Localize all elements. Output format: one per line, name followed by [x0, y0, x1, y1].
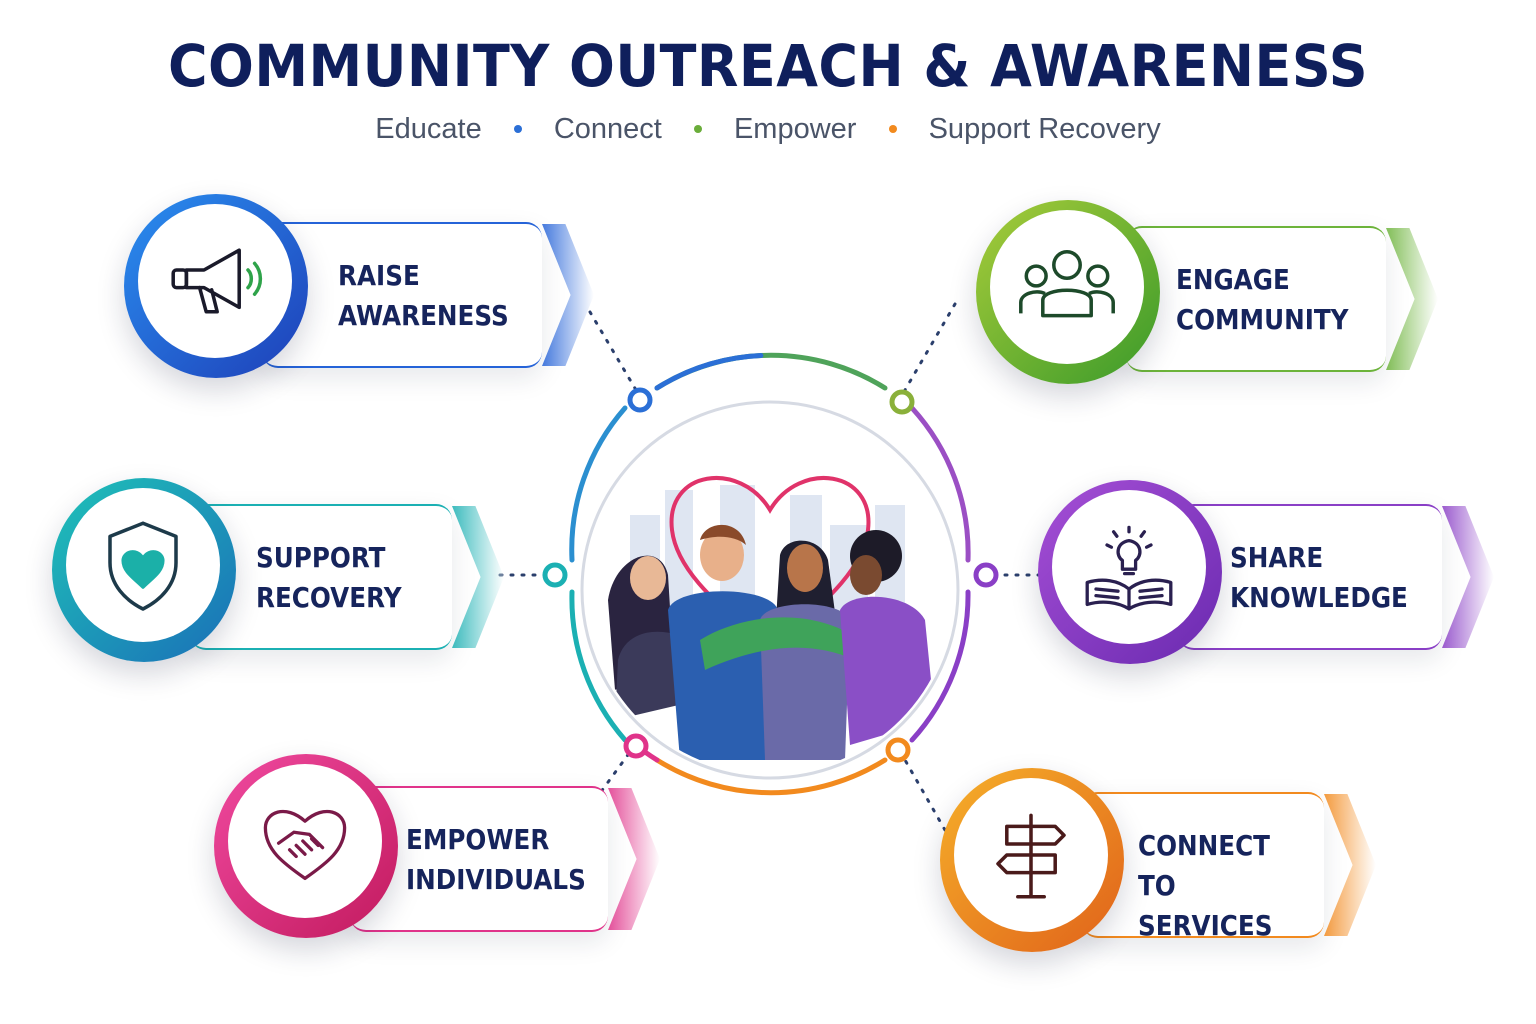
card-label: SHARE KNOWLEDGE [1230, 541, 1408, 614]
people-illustration [608, 475, 935, 760]
tagline: Educate Connect Empower Support Recovery [0, 112, 1536, 146]
badge-connect-to-services [940, 768, 1124, 952]
signpost-icon [996, 813, 1066, 899]
card-label: EMPOWER INDIVIDUALS [406, 823, 586, 896]
card-label: SUPPORT RECOVERY [256, 541, 402, 614]
tagline-dot [888, 125, 897, 134]
shield-heart-icon [108, 521, 178, 611]
book-lightbulb-icon [1085, 525, 1173, 611]
tagline-dot [693, 125, 702, 134]
card-engage-community: ENGAGE COMMUNITY [1126, 226, 1386, 372]
tagline-support-recovery: Support Recovery [928, 112, 1161, 145]
group-icon [1019, 250, 1115, 318]
card-raise-awareness: RAISE AWARENESS [262, 222, 542, 368]
tagline-connect: Connect [553, 112, 662, 145]
card-empower-individuals: EMPOWER INDIVIDUALS [350, 786, 608, 932]
tagline-educate: Educate [375, 112, 482, 145]
card-label: RAISE AWARENESS [338, 259, 509, 332]
card-label: CONNECT TO SERVICES [1138, 829, 1273, 942]
badge-empower-individuals [214, 754, 398, 938]
badge-engage-community [976, 200, 1160, 384]
card-label: ENGAGE COMMUNITY [1176, 263, 1349, 336]
ring-nodes [542, 387, 999, 763]
outer-ring [569, 352, 971, 796]
badge-share-knowledge [1038, 480, 1222, 664]
badge-support-recovery [52, 478, 236, 662]
tagline-empower: Empower [733, 112, 857, 145]
megaphone-icon [171, 248, 263, 314]
tagline-dot [513, 125, 522, 134]
card-share-knowledge: SHARE KNOWLEDGE [1178, 504, 1442, 650]
page-title: COMMUNITY OUTREACH & AWARENESS [167, 32, 1369, 100]
handshake-heart-icon [263, 809, 347, 881]
badge-raise-awareness [124, 194, 308, 378]
